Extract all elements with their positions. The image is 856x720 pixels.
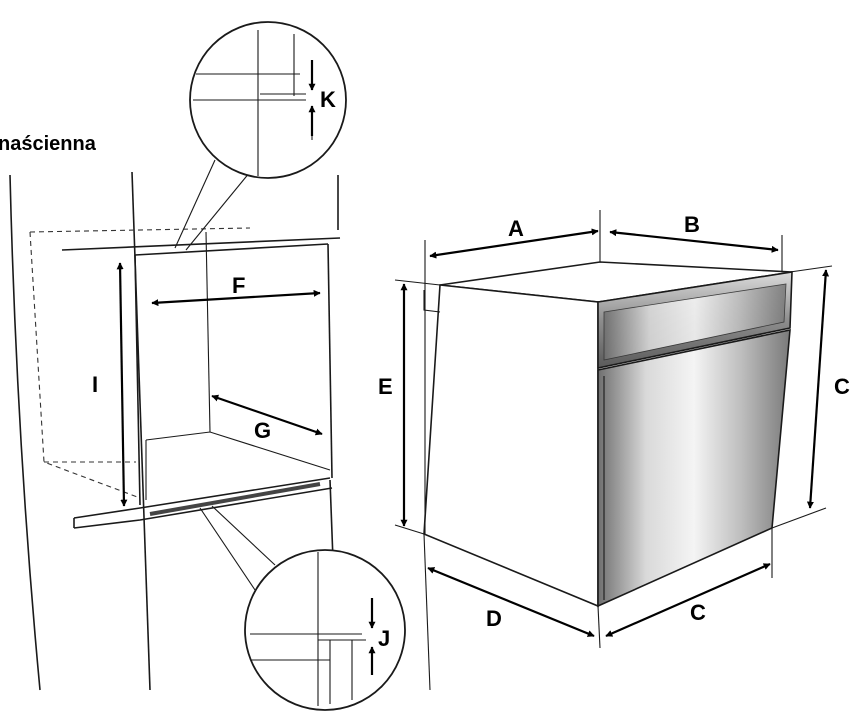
wall-cabinet — [9, 159, 341, 691]
label-k: K — [320, 87, 336, 112]
label-d: D — [486, 606, 502, 631]
label-j: J — [378, 626, 390, 651]
label-f: F — [232, 273, 245, 298]
detail-circle-j — [244, 549, 406, 711]
dim-line-i — [116, 262, 128, 507]
dim-line-f — [151, 289, 321, 307]
label-b: B — [684, 212, 700, 237]
dim-line-a — [429, 228, 599, 259]
label-g: G — [254, 418, 271, 443]
label-c-bottom: C — [690, 600, 706, 625]
dim-line-c-right — [806, 269, 830, 509]
dim-line-g — [211, 394, 323, 436]
dim-line-d — [427, 566, 595, 638]
oven — [423, 261, 793, 608]
dim-line-b — [609, 229, 779, 253]
label-c-right: C — [834, 374, 850, 399]
extension-lines — [394, 210, 833, 691]
label-i: I — [92, 372, 98, 397]
label-e: E — [378, 374, 393, 399]
label-a: A — [508, 216, 524, 241]
dim-line-c-bottom — [605, 562, 771, 638]
installation-type-title: naścienna — [0, 133, 97, 155]
detail-circle-k — [189, 21, 347, 179]
